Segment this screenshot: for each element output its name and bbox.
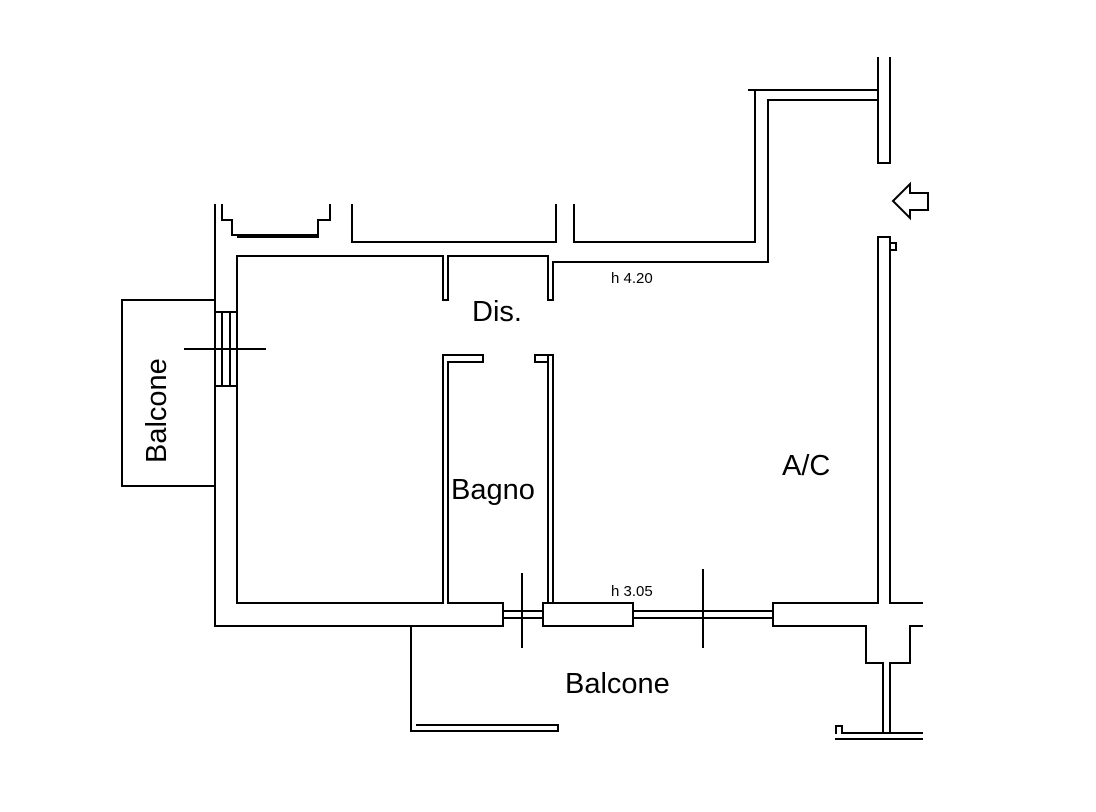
balcone-left-outline: [121, 299, 216, 487]
label-height-bottom: h 3.05: [611, 583, 653, 600]
label-balcone-bottom: Balcone: [565, 668, 670, 700]
wall-east: [877, 57, 897, 604]
wall-interior-top: [236, 99, 879, 301]
window-bagno: [502, 573, 544, 648]
window-ac: [632, 569, 774, 648]
wall-west: [214, 204, 444, 627]
label-height-top: h 4.20: [611, 270, 653, 287]
label-dis: Dis.: [472, 296, 522, 328]
label-ac: A/C: [782, 450, 830, 482]
wall-top-right: [573, 89, 879, 243]
label-balcone-left: Balcone: [141, 358, 173, 463]
wall-top-left: [221, 204, 331, 238]
window-west: [184, 311, 266, 387]
arrow-left-icon: [891, 181, 929, 221]
wall-south: [214, 602, 923, 734]
wall-top-middle: [351, 204, 557, 243]
wall-bagno: [442, 354, 879, 604]
label-bagno: Bagno: [451, 474, 535, 506]
balcone-bottom-outline: [410, 625, 923, 740]
